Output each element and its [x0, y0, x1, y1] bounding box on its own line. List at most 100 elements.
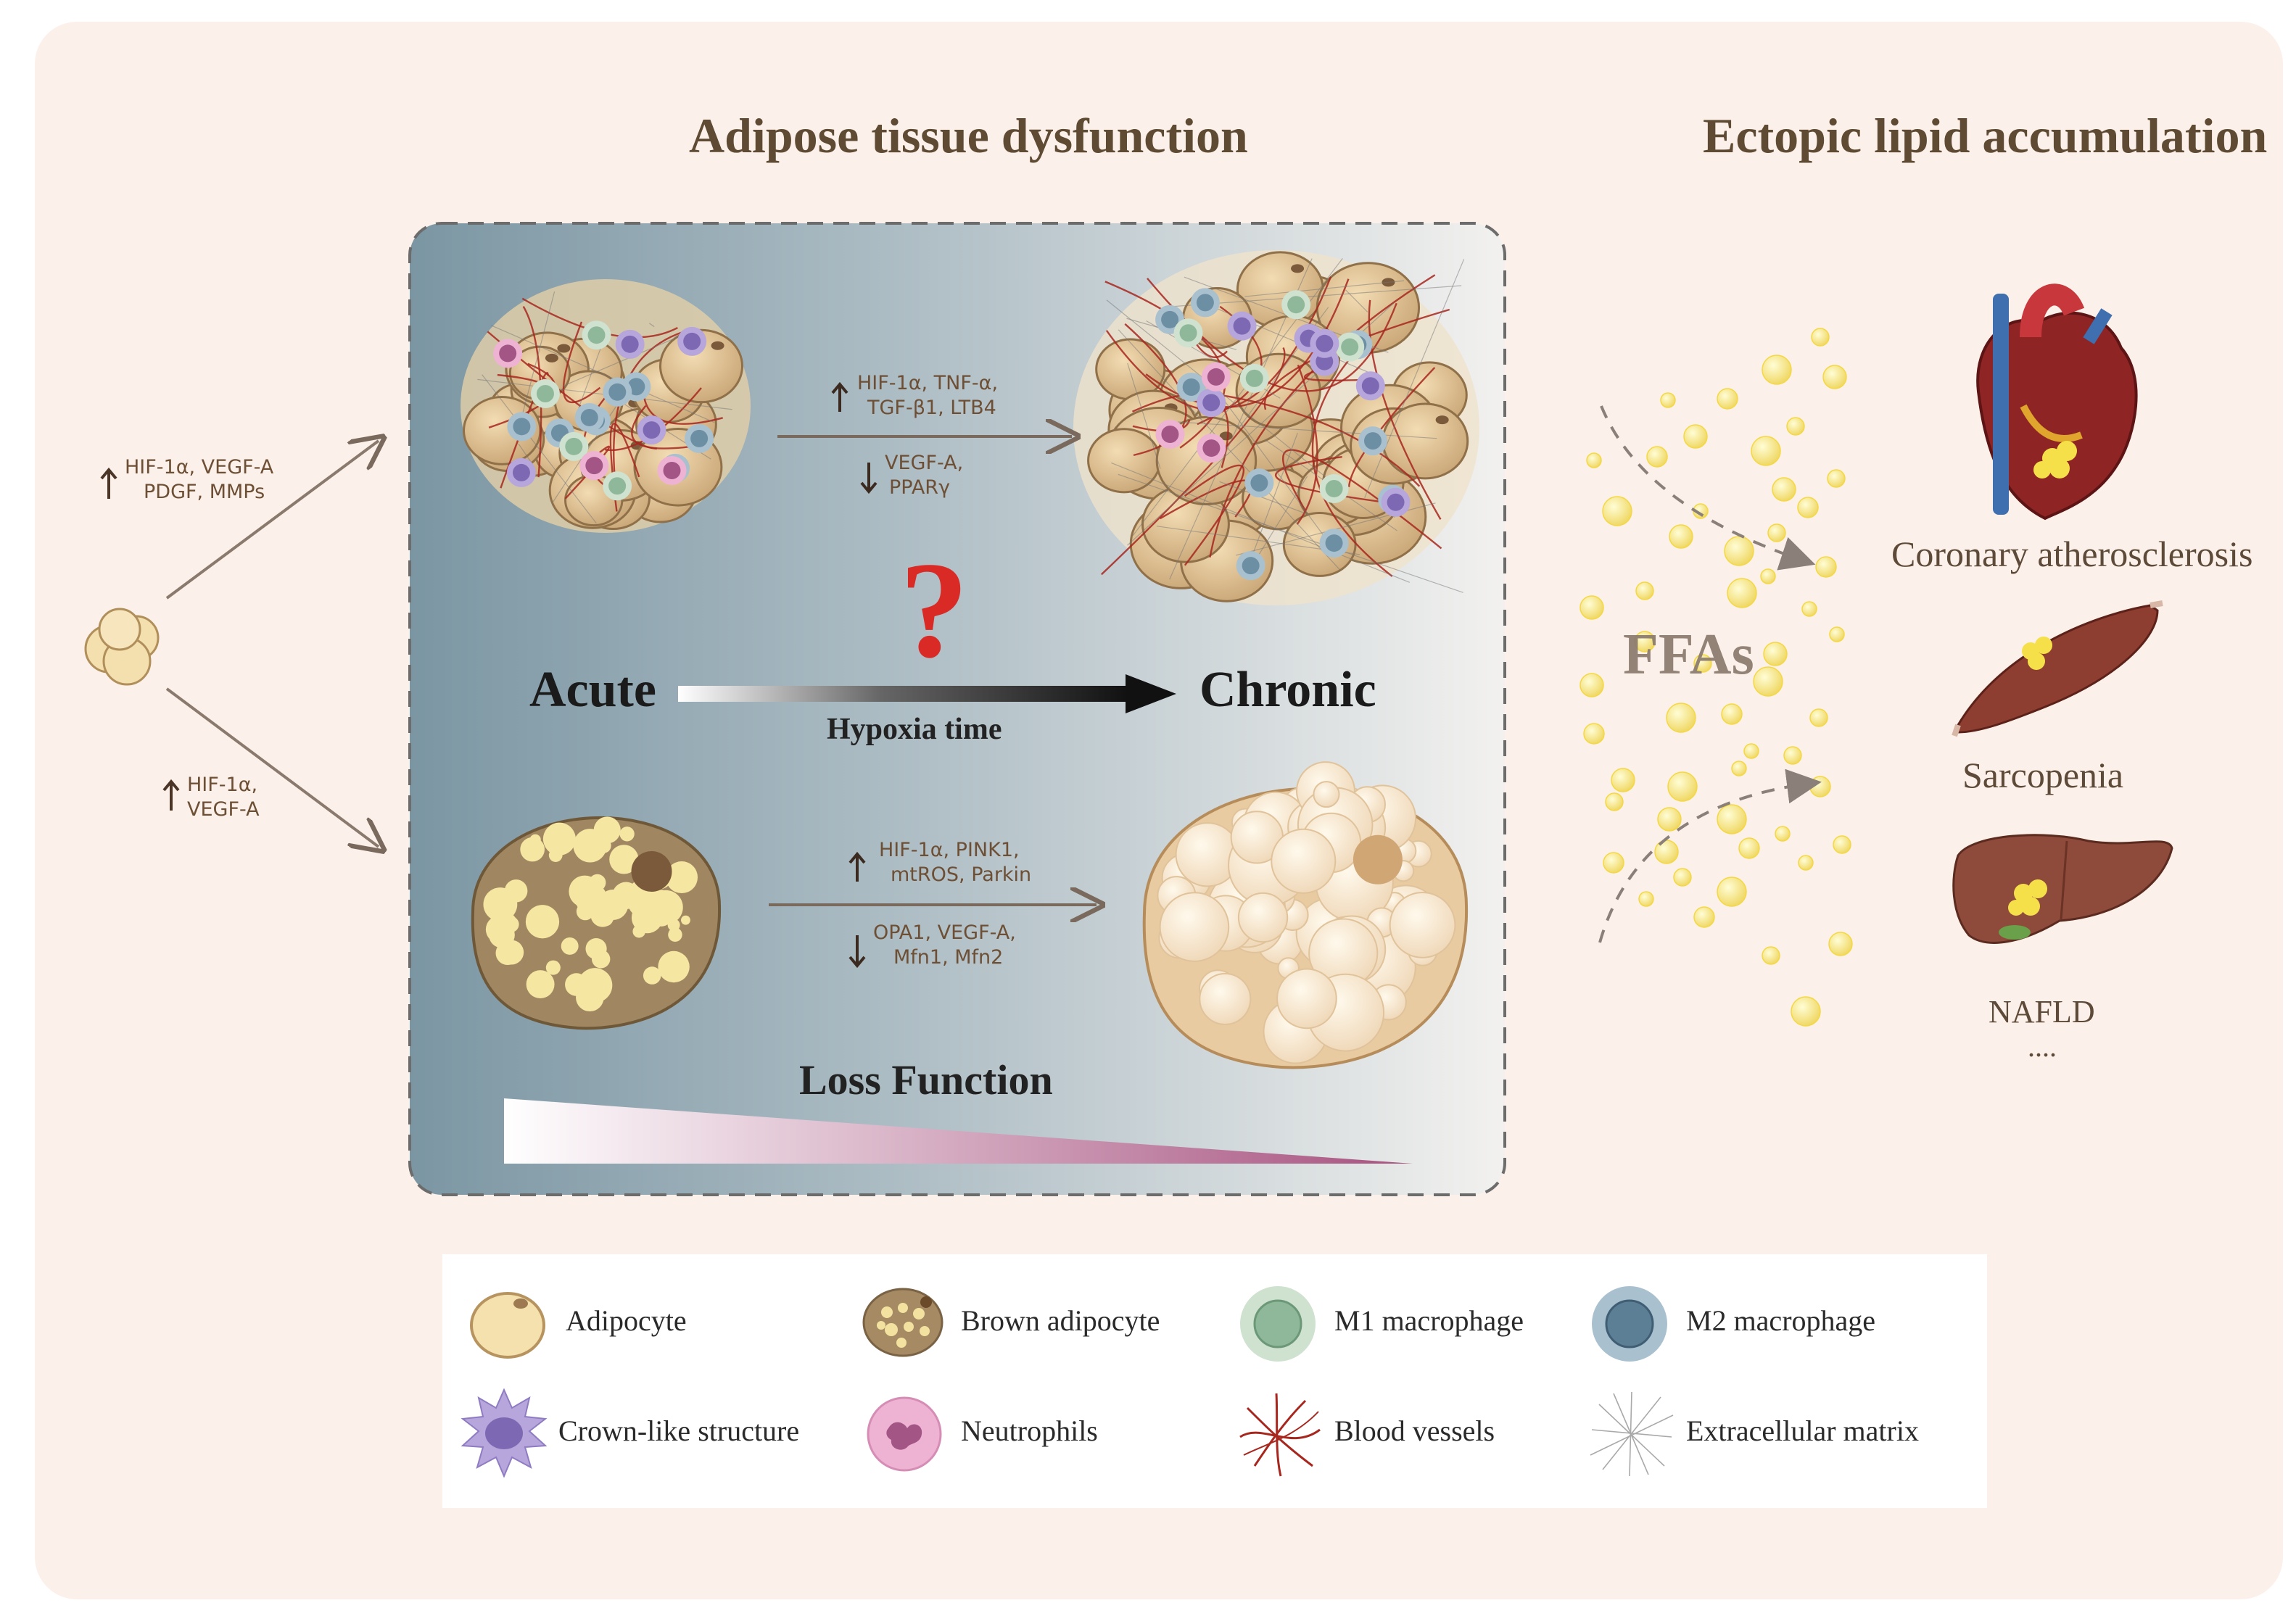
chronic-white-adipose-tissue	[1073, 250, 1479, 605]
ffa-droplet	[1660, 392, 1676, 408]
arrow-to-brown-adipocyte	[165, 687, 379, 847]
lipid-droplet	[542, 822, 576, 856]
ffa-droplet	[1801, 601, 1817, 617]
legend-label-adipocyte: Adipocyte	[566, 1304, 687, 1337]
hypoxia-time-arrowhead	[1126, 674, 1176, 713]
ffa-droplet	[1583, 723, 1605, 745]
blood-vessel	[1184, 464, 1244, 566]
neutrophil-icon	[867, 1396, 942, 1472]
muscle-icon	[1952, 600, 2163, 737]
blood-vessel	[1368, 299, 1442, 520]
ffa-droplet	[1683, 424, 1708, 449]
loss-function-wedge	[504, 1098, 1413, 1164]
white-path-down-line1: VEGF-A,	[885, 452, 964, 474]
ffa-droplet	[1724, 536, 1754, 566]
free-fatty-acid-droplets	[1579, 328, 1853, 1027]
upregulated-arrow-icon	[162, 779, 180, 811]
ffa-droplet	[1603, 852, 1624, 874]
brown-path-up-line2: mtROS, Parkin	[891, 863, 1032, 886]
ffa-droplet	[1602, 496, 1632, 526]
lipid-droplet	[542, 916, 557, 932]
lipid-droplet	[561, 937, 579, 955]
lipid-droplet	[681, 915, 690, 925]
ffa-droplet	[1693, 906, 1715, 928]
blood-vessel	[1296, 365, 1318, 525]
legend-label-m2-macrophage: M2 macrophage	[1686, 1304, 1876, 1337]
heart-icon	[1976, 283, 2138, 521]
ffa-droplet	[1767, 523, 1786, 542]
ffa-droplet	[1721, 703, 1743, 725]
downregulated-arrow-icon	[848, 935, 866, 969]
ffa-droplet	[1669, 524, 1693, 549]
ffa-droplet	[1762, 946, 1780, 965]
ffa-droplet	[1786, 417, 1805, 436]
ffa-droplet	[1634, 631, 1656, 652]
left-lower-marker-line2: VEGF-A	[187, 798, 260, 821]
brown-path-down-line1: OPA1, VEGF-A,	[873, 921, 1016, 944]
lipid-droplet	[1271, 828, 1337, 894]
lipid-droplet	[666, 861, 698, 894]
blood-vessel	[522, 306, 542, 478]
legend-label-crown-like-structure: Crown-like structure	[558, 1414, 800, 1447]
lipid-droplet	[609, 845, 639, 874]
lipid-droplet	[643, 966, 661, 985]
acute-white-adipose-tissue	[461, 279, 751, 533]
blood-vessel	[1100, 347, 1286, 576]
ffa-droplet	[1763, 642, 1788, 666]
ffa-droplet	[1811, 328, 1830, 347]
lipid-droplet	[1199, 972, 1252, 1025]
blood-vessel	[1160, 479, 1253, 520]
white-path-up-line2: TGF-β1, LTB4	[867, 397, 996, 419]
ffa-droplet	[1646, 446, 1668, 468]
arrow-to-white-tissue	[165, 441, 379, 600]
blood-vessel	[1206, 392, 1421, 487]
ffa-droplet	[1829, 626, 1845, 642]
ffa-droplet	[1809, 776, 1831, 798]
ffa-droplet	[1762, 355, 1792, 385]
ffa-droplet	[1751, 436, 1781, 466]
lipid-droplet	[1313, 781, 1340, 808]
ffa-droplet	[1775, 826, 1791, 842]
ffa-droplet	[1611, 768, 1635, 792]
lipid-droplet	[668, 927, 682, 942]
lipid-droplet	[1237, 892, 1289, 943]
adipose-dysfunction-title: Adipose tissue dysfunction	[689, 108, 1248, 163]
extracellular-matrix-icon	[1590, 1391, 1674, 1477]
lipid-droplet	[658, 950, 690, 983]
ffa-droplet	[1783, 746, 1802, 765]
legend-label-blood-vessels: Blood vessels	[1334, 1414, 1495, 1447]
crown-like-structure-icon	[461, 1388, 548, 1478]
brown-adipocyte-icon	[862, 1288, 943, 1357]
blood-vessel	[1124, 323, 1187, 457]
upregulated-arrow-icon	[848, 851, 866, 882]
downregulated-arrow-icon	[860, 463, 877, 494]
left-lower-marker-line1: HIF-1α,	[187, 774, 258, 796]
ffa-droplet	[1727, 578, 1757, 608]
ffa-droplet	[1822, 365, 1847, 389]
ffa-droplet	[1586, 452, 1602, 468]
hypoxia-time-label: Hypoxia time	[827, 713, 1002, 746]
white-path-up-line1: HIF-1α, TNF-α,	[857, 372, 999, 394]
loss-function-label: Loss Function	[799, 1056, 1053, 1103]
blood-vessel	[1311, 337, 1393, 577]
legend-label-neutrophils: Neutrophils	[961, 1414, 1098, 1447]
organ-label-coronary: Coronary atherosclerosis	[1891, 534, 2253, 574]
ffa-droplet	[1579, 595, 1604, 620]
lipid-droplet	[520, 837, 545, 862]
ffa-droplet	[1738, 837, 1760, 859]
blood-vessel	[562, 321, 601, 403]
legend-label-brown-adipocyte: Brown adipocyte	[961, 1304, 1160, 1337]
ffa-droplet	[1717, 804, 1747, 834]
legend-label-extracellular-matrix: Extracellular matrix	[1686, 1414, 1919, 1447]
ffa-droplet	[1717, 877, 1747, 907]
brown-path-down-line2: Mfn1, Mfn2	[893, 946, 1004, 969]
chronic-whitened-adipocyte	[1142, 761, 1469, 1069]
ffa-droplet	[1833, 835, 1851, 854]
blood-vessel	[1209, 274, 1436, 558]
ffa-droplet	[1667, 771, 1698, 802]
ffa-droplet	[1657, 807, 1682, 832]
m2-macrophage-icon	[1592, 1286, 1667, 1362]
organ-label-more: ....	[2028, 1030, 2057, 1063]
ffa-droplet	[1693, 654, 1712, 673]
